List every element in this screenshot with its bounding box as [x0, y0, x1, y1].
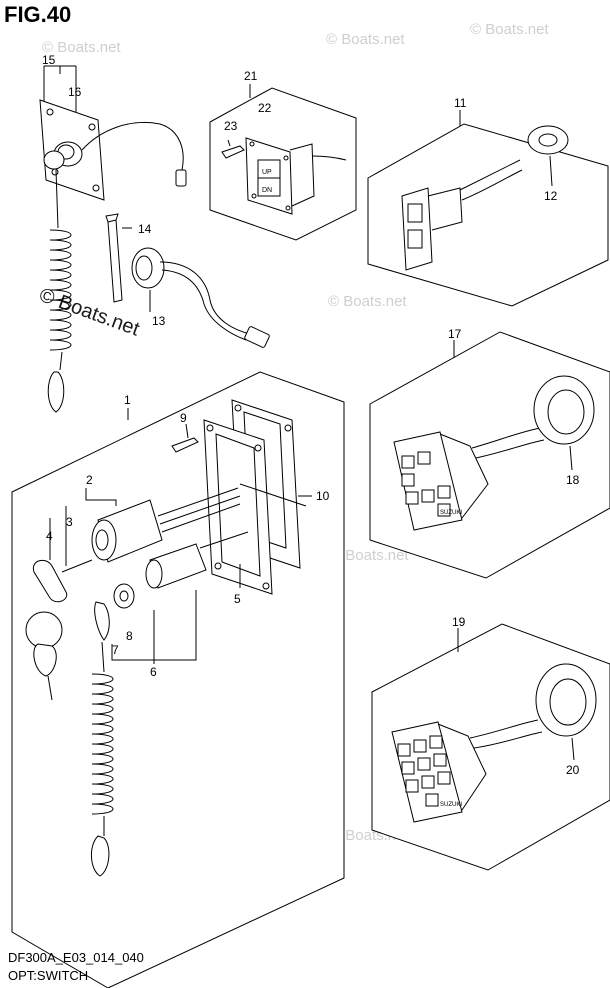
- callout-3: 3: [66, 515, 73, 529]
- callout-19: 19: [452, 615, 466, 629]
- callout-4: 4: [46, 529, 53, 543]
- part-group-1: [11, 371, 345, 988]
- callout-22: 22: [258, 101, 272, 115]
- callout-16: 16: [68, 85, 82, 99]
- figure-title: FIG.40: [4, 2, 72, 27]
- callout-20: 20: [566, 763, 580, 777]
- brand-mark: SUZUKI: [440, 802, 462, 808]
- callout-21: 21: [244, 69, 258, 83]
- callout-14: 14: [138, 222, 152, 236]
- callout-12: 12: [544, 189, 558, 203]
- callout-17: 17: [448, 327, 462, 341]
- figure-name: OPT:SWITCH: [8, 968, 89, 983]
- watermark-text: © Boats.net: [328, 293, 407, 310]
- callout-23: 23: [224, 119, 238, 133]
- callout-15: 15: [42, 53, 56, 67]
- callout-2: 2: [86, 473, 93, 487]
- part-group-15-16: [39, 65, 187, 413]
- part-group-21: UP DN: [209, 84, 357, 241]
- brand-mark: SUZUKI: [440, 510, 462, 516]
- watermark-text: © Boats.net: [36, 284, 142, 341]
- rocker-lower-label: DN: [262, 187, 272, 194]
- callout-1: 1: [124, 393, 131, 407]
- callout-5: 5: [234, 592, 241, 606]
- callout-6: 6: [150, 665, 157, 679]
- part-group-17-18: SUZUKI: [369, 331, 610, 579]
- callout-18: 18: [566, 473, 580, 487]
- coiled-cord: [49, 229, 72, 351]
- watermark-text: © Boats.net: [470, 21, 549, 38]
- part-group-19-20: SUZUKI: [371, 623, 610, 871]
- callout-11: 11: [454, 96, 467, 110]
- callout-10: 10: [316, 489, 330, 503]
- callout-9: 9: [180, 411, 187, 425]
- callout-13: 13: [152, 314, 166, 328]
- callout-7: 7: [112, 643, 119, 657]
- callout-8: 8: [126, 629, 133, 643]
- rocker-upper-label: UP: [262, 169, 272, 176]
- part-group-13-14: [105, 213, 270, 348]
- watermark-text: © Boats.net: [42, 39, 121, 56]
- figure-code: DF300A_E03_014_040: [8, 950, 144, 965]
- watermark-text: © Boats.net: [330, 547, 409, 564]
- part-group-11-12: [367, 110, 609, 307]
- watermark-text: © Boats.net: [326, 31, 405, 48]
- coiled-cord: [91, 673, 114, 815]
